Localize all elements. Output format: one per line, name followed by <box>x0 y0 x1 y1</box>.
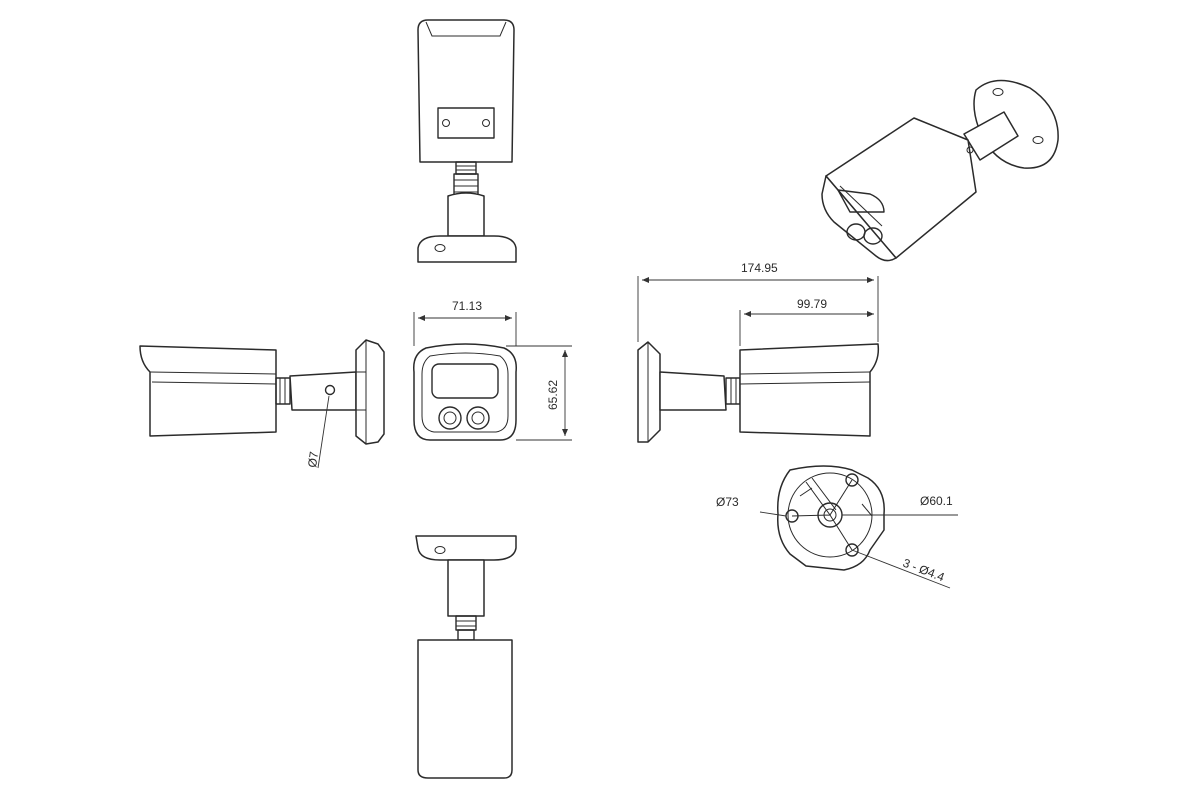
overall-length-dimension: 174.95 <box>741 261 778 275</box>
mount-holes-dimension: 3 - Ø4.4 <box>901 556 947 585</box>
housing-length-dimension: 99.79 <box>797 297 827 311</box>
left-side-view: Ø7 <box>139 339 385 468</box>
cable-hole-dimension: Ø7 <box>305 450 321 468</box>
base-diameter-dimension: Ø73 <box>716 495 739 509</box>
top-view <box>417 19 517 263</box>
front-height-dimension: 65.62 <box>546 380 560 410</box>
front-width-dimension: 71.13 <box>452 299 482 313</box>
front-view: 71.13 65.62 <box>413 299 572 441</box>
isometric-view <box>821 79 1059 262</box>
right-side-view: 174.95 99.79 <box>637 261 880 443</box>
screw-circle-dimension: Ø60.1 <box>920 494 953 508</box>
base-plate-view: Ø73 Ø60.1 3 - Ø4.4 <box>716 465 958 589</box>
bottom-view <box>415 535 517 779</box>
